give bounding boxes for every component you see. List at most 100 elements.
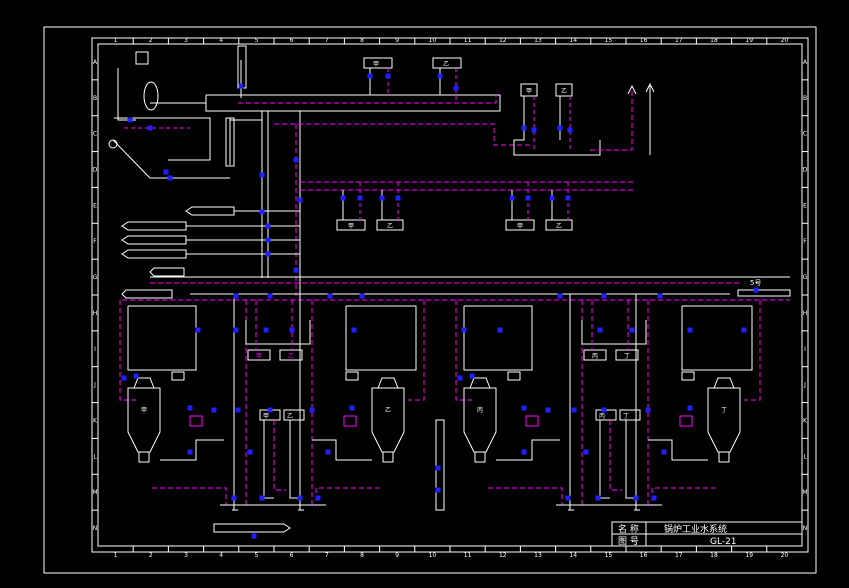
pump-label: 甲 bbox=[141, 407, 147, 414]
grid-row-label: H bbox=[803, 310, 808, 317]
grid-row-label: N bbox=[803, 525, 808, 532]
grid-column-label: 14 bbox=[569, 37, 577, 44]
valve-marker bbox=[597, 327, 603, 333]
valve-marker bbox=[265, 223, 271, 229]
valve-marker bbox=[521, 449, 527, 455]
valve-marker bbox=[267, 407, 273, 413]
title-number-value: GL-21 bbox=[710, 537, 737, 547]
pump-label: 甲 bbox=[256, 353, 262, 360]
valve-marker bbox=[497, 327, 503, 333]
grid-column-label: 7 bbox=[325, 37, 329, 44]
valve-marker bbox=[233, 293, 239, 299]
grid-column-label: 17 bbox=[675, 37, 683, 44]
valve-marker bbox=[293, 267, 299, 273]
valve-marker bbox=[289, 327, 295, 333]
grid-row-label: N bbox=[93, 525, 98, 532]
grid-column-label: 2 bbox=[149, 37, 153, 44]
grid-column-label: 9 bbox=[395, 37, 399, 44]
valve-marker bbox=[195, 327, 201, 333]
valve-marker bbox=[327, 293, 333, 299]
valve-marker bbox=[549, 195, 555, 201]
unit-group bbox=[119, 294, 425, 511]
valve-marker bbox=[235, 407, 241, 413]
valve-marker bbox=[469, 373, 475, 379]
grid-column-label: 13 bbox=[534, 552, 542, 559]
valve-marker bbox=[395, 195, 401, 201]
pump-label: 甲 bbox=[348, 223, 354, 230]
valve-marker bbox=[741, 327, 747, 333]
pump-label: 乙 bbox=[443, 61, 449, 68]
grid-column-label: 10 bbox=[429, 37, 437, 44]
valve-marker bbox=[163, 169, 169, 175]
valve-marker bbox=[525, 195, 531, 201]
valve-marker bbox=[629, 327, 635, 333]
pump-label: 丁 bbox=[721, 407, 727, 414]
title-number-label: 图 号 bbox=[618, 536, 639, 547]
valve-marker bbox=[211, 407, 217, 413]
valve-marker bbox=[545, 407, 551, 413]
valve-marker bbox=[645, 407, 651, 413]
title-name-label: 名 称 bbox=[618, 523, 639, 535]
valve-marker bbox=[633, 495, 639, 501]
pump-label: 丙 bbox=[477, 407, 483, 414]
valve-marker bbox=[565, 195, 571, 201]
grid-column-label: 12 bbox=[499, 37, 507, 44]
valve-marker bbox=[133, 373, 139, 379]
grid-row-label: G bbox=[93, 274, 98, 281]
valve-marker bbox=[297, 495, 303, 501]
pump-label: 丙 bbox=[599, 413, 605, 420]
grid-column-label: 11 bbox=[464, 552, 472, 559]
valve-marker bbox=[565, 495, 571, 501]
pump-label: 乙 bbox=[287, 413, 293, 420]
valve-marker bbox=[557, 125, 563, 131]
valve-marker bbox=[367, 73, 373, 79]
grid-column-label: 8 bbox=[360, 37, 364, 44]
grid-column-label: 18 bbox=[710, 37, 718, 44]
grid-column-label: 1 bbox=[114, 37, 118, 44]
grid-column-label: 15 bbox=[605, 552, 613, 559]
pump-label: 乙 bbox=[561, 88, 567, 95]
grid-column-label: 16 bbox=[640, 552, 648, 559]
valve-marker bbox=[385, 73, 391, 79]
valve-marker bbox=[457, 375, 463, 381]
valve-marker bbox=[379, 195, 385, 201]
grid-column-label: 15 bbox=[605, 37, 613, 44]
grid-row-label: H bbox=[93, 310, 98, 317]
grid-column-label: 8 bbox=[360, 552, 364, 559]
grid-column-label: 1 bbox=[114, 552, 118, 559]
valve-marker bbox=[187, 449, 193, 455]
pipe-5-label: 5号 bbox=[750, 279, 761, 287]
pump-label: 丁 bbox=[623, 413, 629, 420]
valve-marker bbox=[349, 405, 355, 411]
pump-label: 乙 bbox=[385, 407, 391, 414]
grid-column-label: 18 bbox=[710, 552, 718, 559]
grid-column-label: 5 bbox=[254, 37, 258, 44]
pump-label: 乙 bbox=[387, 223, 393, 230]
valve-marker bbox=[293, 157, 299, 163]
valve-marker bbox=[521, 125, 527, 131]
pump-label: 甲 bbox=[517, 223, 523, 230]
grid-row-label: M bbox=[92, 489, 97, 496]
pump-label: 乙 bbox=[288, 353, 294, 360]
grid-row-label: K bbox=[93, 418, 98, 425]
grid-column-label: 20 bbox=[781, 552, 789, 559]
unit-group bbox=[455, 294, 761, 511]
title-name-value: 锅炉工业水系统 bbox=[664, 523, 727, 535]
valve-marker bbox=[265, 251, 271, 257]
pump-label: 甲 bbox=[526, 88, 532, 95]
valve-marker bbox=[340, 195, 346, 201]
grid-row-label: B bbox=[803, 95, 807, 102]
grid-column-label: 19 bbox=[745, 552, 753, 559]
valve-marker bbox=[127, 117, 133, 123]
valve-marker bbox=[435, 487, 441, 493]
grid-row-label: M bbox=[802, 489, 807, 496]
grid-ticks bbox=[92, 38, 808, 552]
inner-border bbox=[91, 37, 809, 553]
valve-marker bbox=[687, 405, 693, 411]
grid-row-label: A bbox=[803, 59, 808, 66]
valve-marker bbox=[167, 175, 173, 181]
grid-column-label: 2 bbox=[149, 552, 153, 559]
grid-row-label: I bbox=[804, 346, 806, 353]
grid-row-label: E bbox=[93, 202, 97, 209]
